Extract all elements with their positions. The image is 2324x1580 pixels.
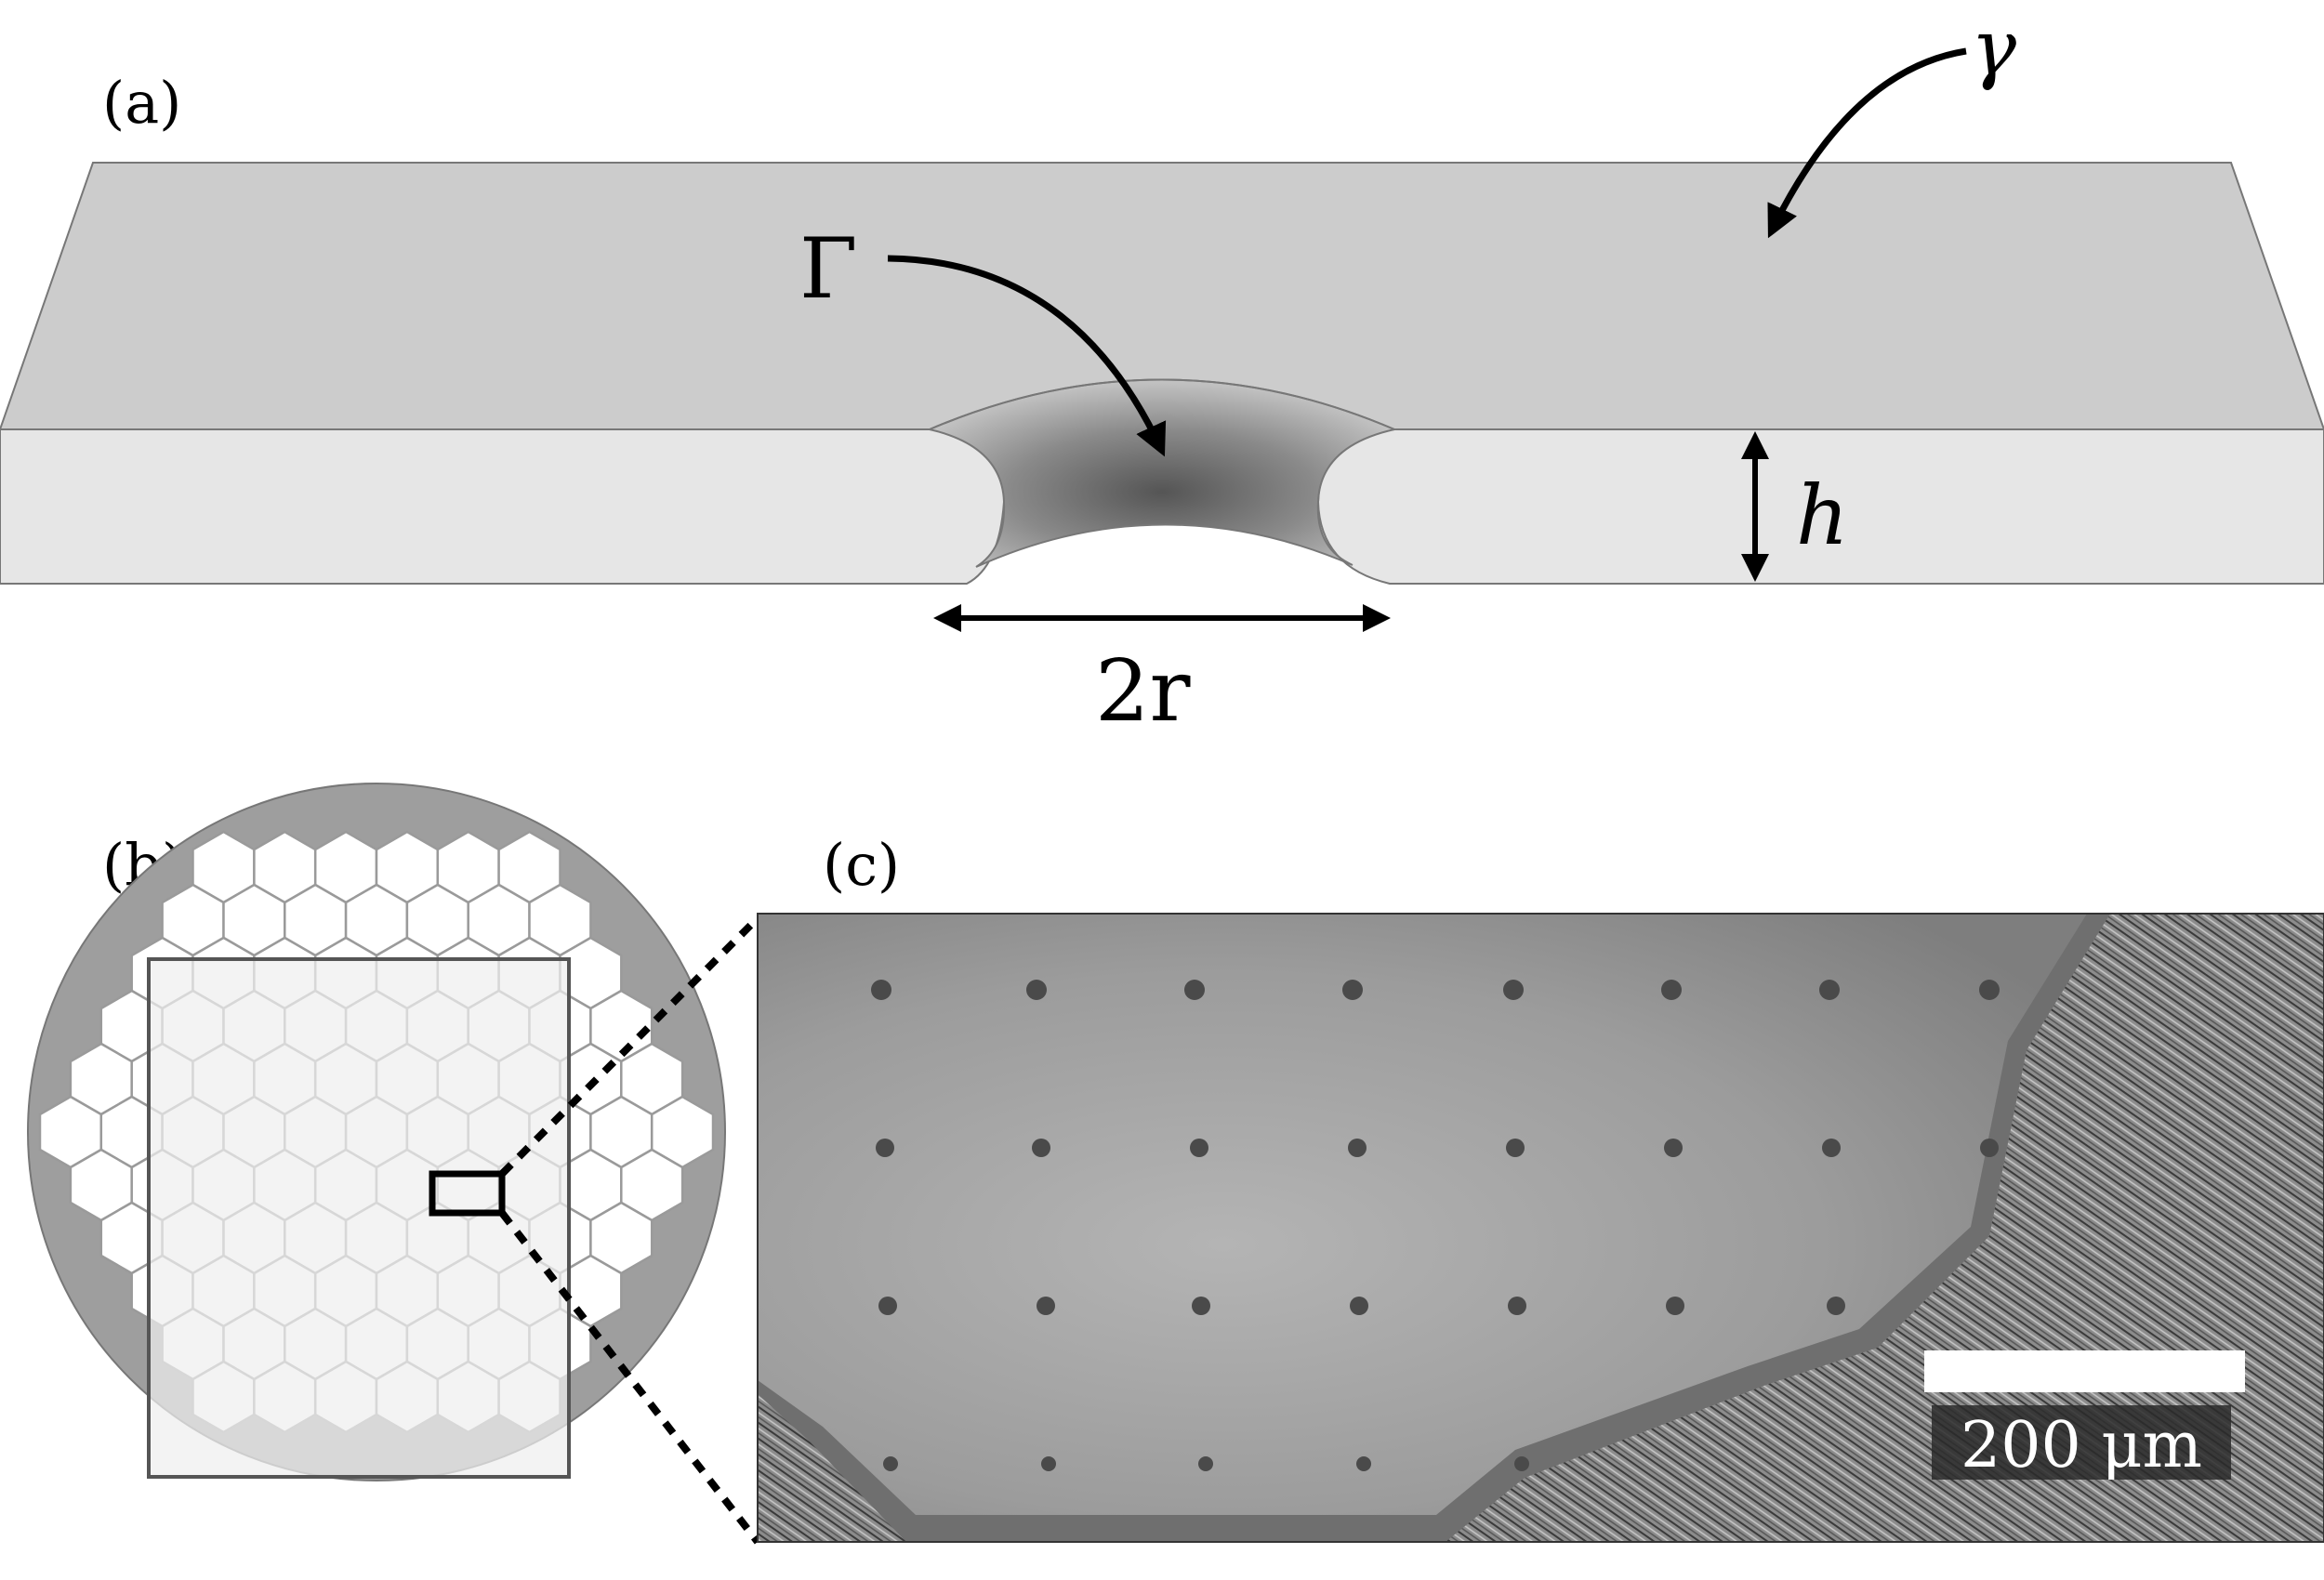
pore-dot [1979,980,2000,1000]
pore-dot [1037,1297,1055,1315]
pore-dot [876,1139,894,1157]
pore-dot [1192,1297,1210,1315]
pore-dot [1664,1139,1683,1157]
pore-dot [1827,1297,1845,1315]
zoom-box [429,1170,506,1217]
scale-bar-label-bg [1932,1405,2231,1480]
thickness-symbol: h [1796,467,1849,563]
pore-dot [1514,1456,1529,1471]
capital-gamma-arrow [887,255,1167,457]
pore-dot [1348,1139,1367,1157]
film-side-left [0,428,1006,585]
panel-b: (b) [27,783,761,1545]
pore-dot [883,1456,898,1471]
pore-dot [1184,980,1205,1000]
micrograph-frame [757,913,2324,1543]
panel-a-label: (a) [102,69,181,137]
hole-rim [929,378,1395,430]
scale-bar-label: 200 μm [1961,1409,2202,1482]
scale-bar [1924,1350,2245,1392]
pore-dot [1190,1139,1208,1157]
pore-dot [1666,1297,1684,1315]
panel-c: (c) 200 μm [757,831,2324,1543]
pore-dot [1041,1456,1056,1471]
pore-dot [878,1297,897,1315]
capital-gamma-symbol: Γ [799,220,857,318]
hole [926,378,1398,568]
gamma-arrow [1767,47,1967,239]
pore-dot [1822,1139,1841,1157]
pore-dot [1032,1139,1050,1157]
pore-dot [1980,1139,1999,1157]
panel-c-label: (c) [823,831,900,899]
pore-dot [1342,980,1363,1000]
diameter-symbol: 2r [1095,641,1191,741]
pore-dot [1356,1456,1371,1471]
pore-dot [1350,1297,1368,1315]
pore-dot [871,980,891,1000]
film-interior [758,914,2087,1515]
pore-dot [1198,1456,1213,1471]
sample-region [147,957,571,1479]
pore-dot [1506,1139,1525,1157]
pore-dot [1026,980,1047,1000]
pore-dot [1508,1297,1526,1315]
pore-dot [1661,980,1682,1000]
zoom-line-bottom [498,1210,761,1545]
panel-a: (a) γ Γ h 2r [0,5,2324,741]
pore-array [871,980,2000,1471]
pore-dot [1503,980,1524,1000]
zoom-line-top [499,915,760,1177]
gamma-symbol: γ [1971,5,2017,93]
film-top-surface [0,162,2324,430]
pore-dot [1819,980,1840,1000]
